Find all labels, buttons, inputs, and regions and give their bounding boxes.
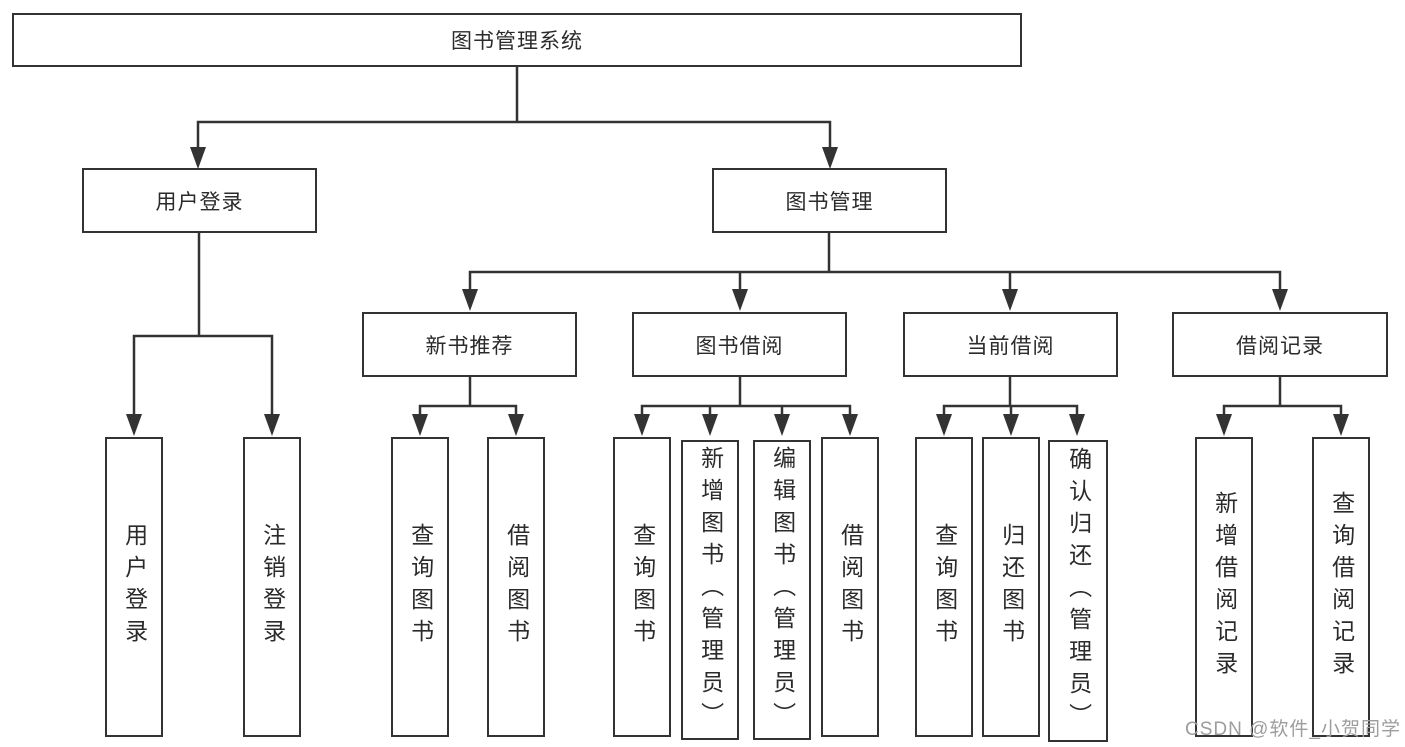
leaf-query-books-borrowing: 查询图书 [613,437,671,737]
node-label: 查询图书 [629,523,656,651]
leaf-query-books-current: 查询图书 [915,437,973,737]
node-user-login: 用户登录 [82,168,317,233]
node-book-management: 图书管理 [712,168,947,233]
leaf-query-borrowing-record: 查询借阅记录 [1312,437,1370,737]
node-label: 归还图书 [998,523,1025,651]
node-label: 新书推荐 [425,334,514,358]
node-label: 用户登录 [155,190,244,214]
node-current-borrowing: 当前借阅 [903,312,1118,377]
node-label: 注销登录 [259,523,286,651]
node-label: 图书管理系统 [451,30,583,53]
node-book-borrowing: 图书借阅 [632,312,847,377]
leaf-add-books-admin: 新增图书（管理员） [681,440,739,740]
node-label: 确认归还（管理员） [1065,447,1092,735]
leaf-return-books: 归还图书 [982,437,1040,737]
leaf-add-borrowing-record: 新增借阅记录 [1195,437,1253,737]
node-label: 用户登录 [121,523,148,651]
leaf-confirm-return-admin: 确认归还（管理员） [1048,440,1108,742]
node-borrowing-records: 借阅记录 [1172,312,1388,377]
leaf-edit-books-admin: 编辑图书（管理员） [753,440,811,740]
node-label: 查询借阅记录 [1328,491,1355,683]
node-label: 图书管理 [785,190,874,214]
node-label: 图书借阅 [695,334,784,358]
node-library-management-system: 图书管理系统 [12,13,1022,67]
node-label: 新增借阅记录 [1211,491,1238,683]
watermark-text: CSDN @软件_小贺同学 [1185,719,1401,740]
node-label: 新增图书（管理员） [697,446,724,734]
node-label: 借阅图书 [837,523,864,651]
node-new-book-recommendation: 新书推荐 [362,312,577,377]
leaf-query-books-recommend: 查询图书 [391,437,449,737]
node-label: 借阅记录 [1236,334,1324,358]
leaf-borrow-books-borrowing: 借阅图书 [821,437,879,737]
node-label: 查询图书 [407,523,434,651]
node-label: 查询图书 [931,523,958,651]
leaf-user-login: 用户登录 [105,437,163,737]
node-label: 编辑图书（管理员） [769,446,796,734]
node-label: 当前借阅 [966,334,1055,358]
leaf-logout-login: 注销登录 [243,437,301,737]
leaf-borrow-books-recommend: 借阅图书 [487,437,545,737]
node-label: 借阅图书 [503,523,530,651]
